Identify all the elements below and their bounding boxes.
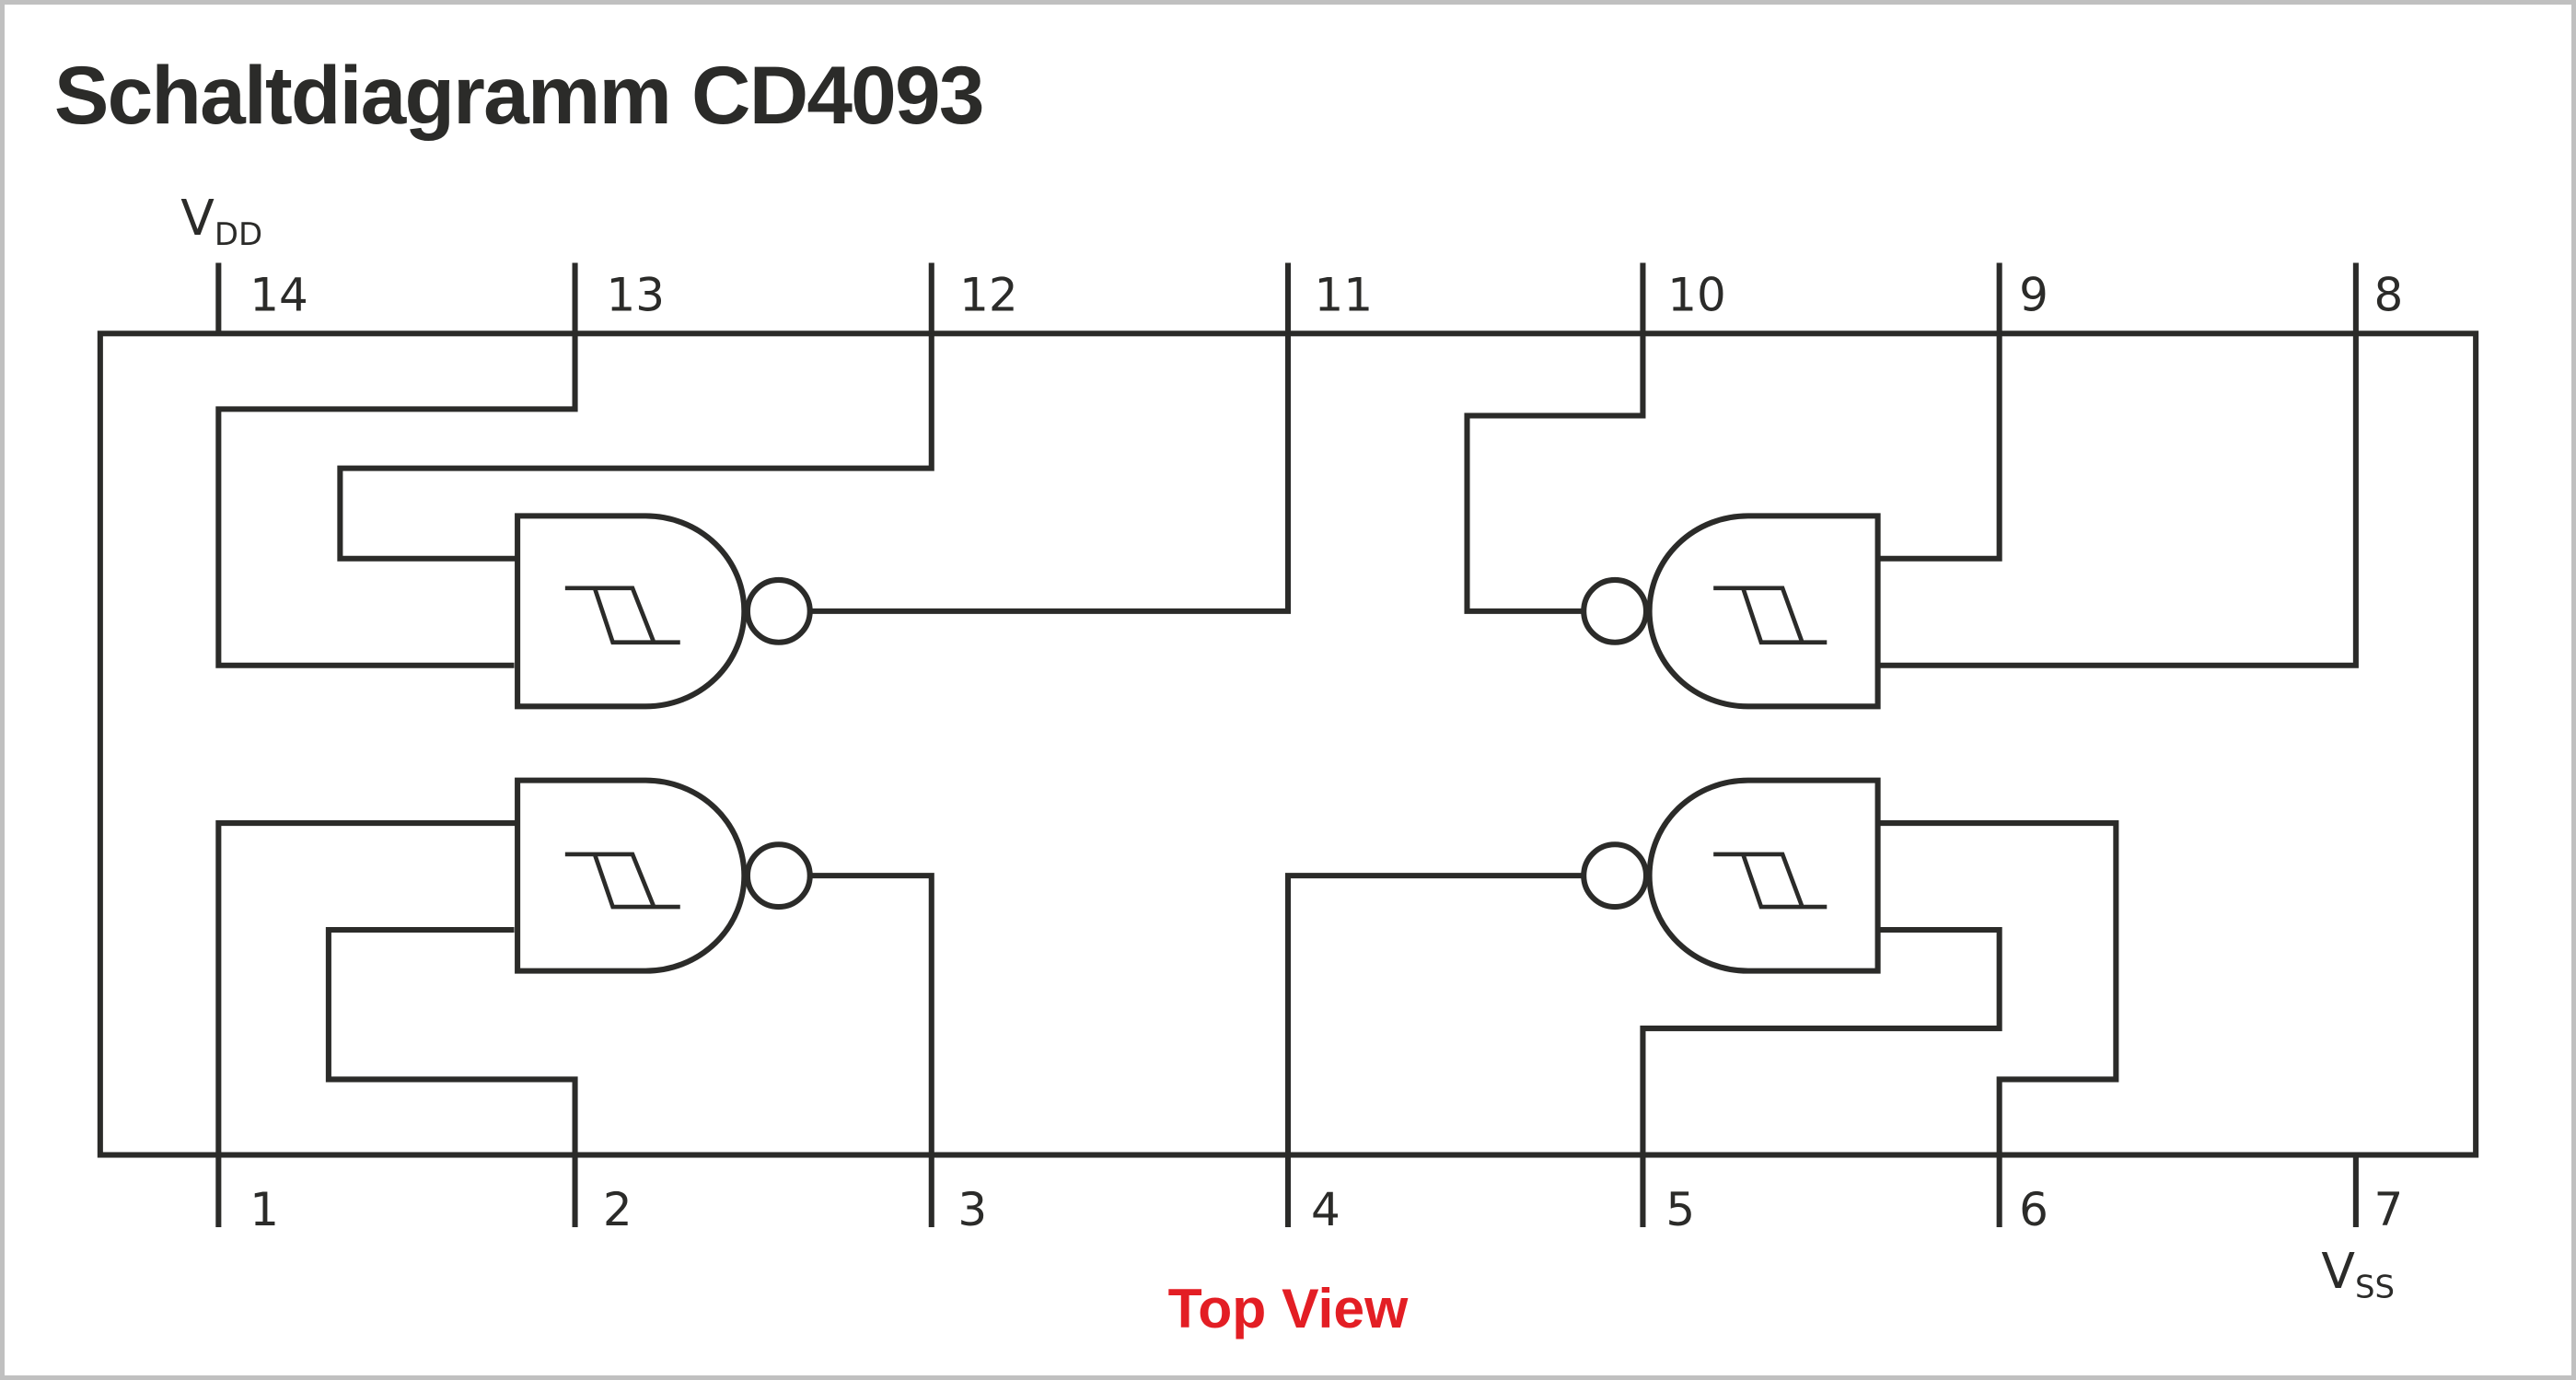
schmitt-trigger-icon <box>1713 852 1828 910</box>
bottom-pins: 1 2 3 4 5 6 7 <box>215 1154 2404 1236</box>
wire-pin12-gate-a <box>337 333 934 562</box>
wire-pin13-gate-a <box>215 333 578 668</box>
gate-b <box>1581 513 1881 710</box>
top-view-label: Top View <box>1168 1277 1409 1339</box>
vss-main: V <box>2321 1242 2355 1300</box>
pin-4-number: 4 <box>1311 1183 1340 1236</box>
pin-11-number: 11 <box>1315 268 1374 321</box>
inverter-bubble <box>1581 576 1650 645</box>
pin-5-number: 5 <box>1665 1183 1695 1236</box>
schmitt-trigger-icon <box>564 852 680 910</box>
pin-9-number: 9 <box>2019 268 2048 321</box>
pin-7-number: 7 <box>2374 1183 2404 1236</box>
inverter-bubble <box>744 841 813 910</box>
pin-1-number: 1 <box>249 1183 279 1236</box>
pin-8-number: 8 <box>2374 268 2404 321</box>
nand-gate-body <box>1646 777 1881 974</box>
schmitt-trigger-icon <box>1713 586 1828 645</box>
wire-gate-d-pin4 <box>1284 873 1584 1155</box>
wire-pin5-gate-d <box>1640 926 2002 1155</box>
gate-d <box>1581 777 1881 974</box>
wire-pin1-gate-c <box>215 820 518 1155</box>
top-pins: 14 13 12 11 10 9 8 <box>215 262 2404 334</box>
vdd-label: VDD <box>180 189 262 252</box>
schmitt-trigger-icon <box>564 586 680 645</box>
nand-gate-body <box>1646 513 1881 710</box>
diagram-title: Schaltdiagramm CD4093 <box>54 49 983 141</box>
pin-3-number: 3 <box>957 1183 987 1236</box>
pin-6-number: 6 <box>2019 1183 2048 1236</box>
inverter-bubble <box>744 576 813 645</box>
inverter-bubble <box>1581 841 1650 910</box>
pin-12-number: 12 <box>959 268 1018 321</box>
gate-c <box>515 777 813 974</box>
vss-label: VSS <box>2321 1242 2395 1305</box>
nand-gate-body <box>515 777 748 974</box>
pin-10-number: 10 <box>1667 268 1726 321</box>
pin-13-number: 13 <box>606 268 665 321</box>
wire-pin8-gate-b <box>1877 333 2359 668</box>
gate-a <box>515 513 813 710</box>
wire-gate-b-pin10 <box>1464 333 1646 614</box>
nand-gate-body <box>515 513 748 710</box>
wire-gate-a-pin11 <box>809 333 1292 614</box>
vss-sub: SS <box>2355 1270 2395 1305</box>
wire-pin6-gate-d <box>1877 820 2119 1155</box>
pin-2-number: 2 <box>603 1183 632 1236</box>
wire-gate-c-pin3 <box>809 873 934 1155</box>
wire-pin9-gate-b <box>1877 333 2002 562</box>
wire-pin2-gate-c <box>325 926 578 1155</box>
vdd-main: V <box>180 189 215 247</box>
wiring <box>215 333 2359 1155</box>
pin-14-number: 14 <box>249 268 308 321</box>
vdd-sub: DD <box>215 216 262 252</box>
